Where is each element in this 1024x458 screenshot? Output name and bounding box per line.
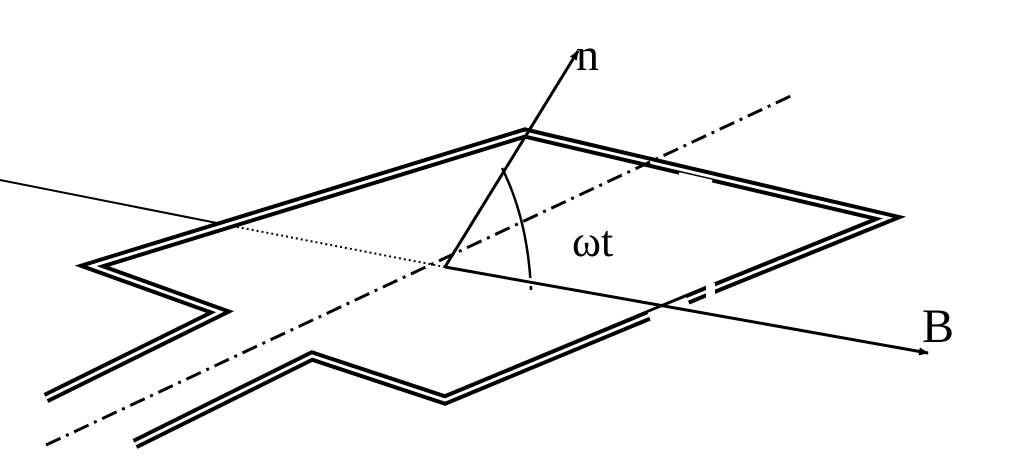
field-vector-label: B <box>922 300 954 353</box>
normal-vector-label: n <box>576 29 599 80</box>
loop-break-lower <box>706 283 715 313</box>
loop-break-upper <box>677 172 713 189</box>
loop-outer-edge <box>43 127 907 449</box>
loop-inner-gap <box>45 131 893 446</box>
reference-line <box>0 179 233 227</box>
loop-break-right <box>647 297 691 323</box>
rotation-axis <box>45 92 796 447</box>
conducting-loop <box>43 127 907 449</box>
angle-label: ωt <box>572 217 613 266</box>
normal-vector-arrow <box>443 50 580 268</box>
angle-arc <box>500 167 533 291</box>
reference-line-hidden <box>231 225 446 268</box>
field-vector-arrow <box>444 265 929 356</box>
